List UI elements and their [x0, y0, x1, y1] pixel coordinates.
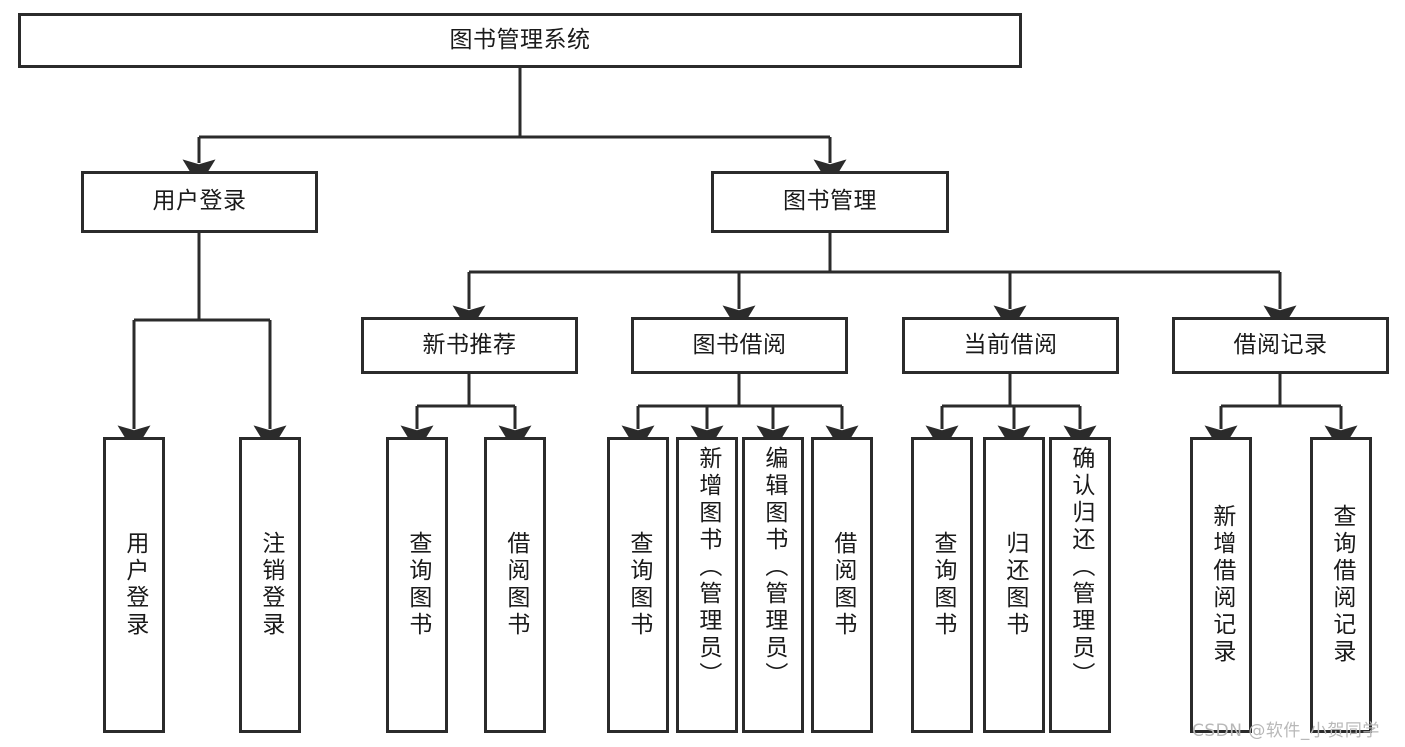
node-borrow-record[interactable]: 借阅记录: [1172, 317, 1389, 374]
node-user-login[interactable]: 用户登录: [81, 171, 318, 233]
node-current-borrow[interactable]: 当前借阅: [902, 317, 1119, 374]
node-current-borrow-label: 当前借阅: [963, 331, 1058, 358]
node-leaf-borrow-book[interactable]: 借阅图书: [811, 437, 873, 733]
node-leaf-add-borrow-record-label: 新增借阅记录: [1208, 504, 1235, 666]
node-book-borrow-label: 图书借阅: [692, 331, 787, 358]
node-leaf-return-book[interactable]: 归还图书: [983, 437, 1045, 733]
node-leaf-query-book-recommend-label: 查询图书: [404, 531, 431, 639]
node-book-management-label: 图书管理: [783, 188, 877, 215]
node-leaf-edit-book-admin-label: 编辑图书（管理员）: [760, 446, 787, 689]
node-root[interactable]: 图书管理系统: [18, 13, 1022, 68]
node-leaf-user-login-label: 用户登录: [121, 531, 148, 639]
node-user-login-label: 用户登录: [152, 188, 247, 215]
node-leaf-borrow-book-recommend[interactable]: 借阅图书: [484, 437, 546, 733]
node-leaf-add-book-admin[interactable]: 新增图书（管理员）: [676, 437, 738, 733]
node-leaf-confirm-return-admin[interactable]: 确认归还（管理员）: [1049, 437, 1111, 733]
node-leaf-edit-book-admin[interactable]: 编辑图书（管理员）: [742, 437, 804, 733]
csdn-watermark: CSDN @软件_小贺同学: [1192, 721, 1380, 741]
node-leaf-logout-login-label: 注销登录: [257, 531, 284, 639]
node-leaf-confirm-return-admin-label: 确认归还（管理员）: [1067, 446, 1094, 689]
node-leaf-user-login[interactable]: 用户登录: [103, 437, 165, 733]
node-book-management[interactable]: 图书管理: [711, 171, 949, 233]
node-leaf-add-borrow-record[interactable]: 新增借阅记录: [1190, 437, 1252, 733]
node-leaf-add-book-admin-label: 新增图书（管理员）: [694, 446, 721, 689]
node-leaf-query-book-current[interactable]: 查询图书: [911, 437, 973, 733]
node-leaf-query-borrow-record-label: 查询借阅记录: [1328, 504, 1355, 666]
node-leaf-borrow-book-label: 借阅图书: [829, 531, 856, 639]
node-leaf-borrow-book-recommend-label: 借阅图书: [502, 531, 529, 639]
node-new-book-recommend-label: 新书推荐: [422, 331, 517, 358]
node-leaf-query-book-current-label: 查询图书: [929, 531, 956, 639]
node-leaf-query-book-recommend[interactable]: 查询图书: [386, 437, 448, 733]
node-root-label: 图书管理系统: [449, 26, 591, 53]
node-leaf-query-book-borrow[interactable]: 查询图书: [607, 437, 669, 733]
node-leaf-query-borrow-record[interactable]: 查询借阅记录: [1310, 437, 1372, 733]
node-borrow-record-label: 借阅记录: [1233, 331, 1328, 358]
node-new-book-recommend[interactable]: 新书推荐: [361, 317, 578, 374]
node-leaf-return-book-label: 归还图书: [1001, 531, 1028, 639]
node-book-borrow[interactable]: 图书借阅: [631, 317, 848, 374]
node-leaf-query-book-borrow-label: 查询图书: [625, 531, 652, 639]
node-leaf-logout-login[interactable]: 注销登录: [239, 437, 301, 733]
